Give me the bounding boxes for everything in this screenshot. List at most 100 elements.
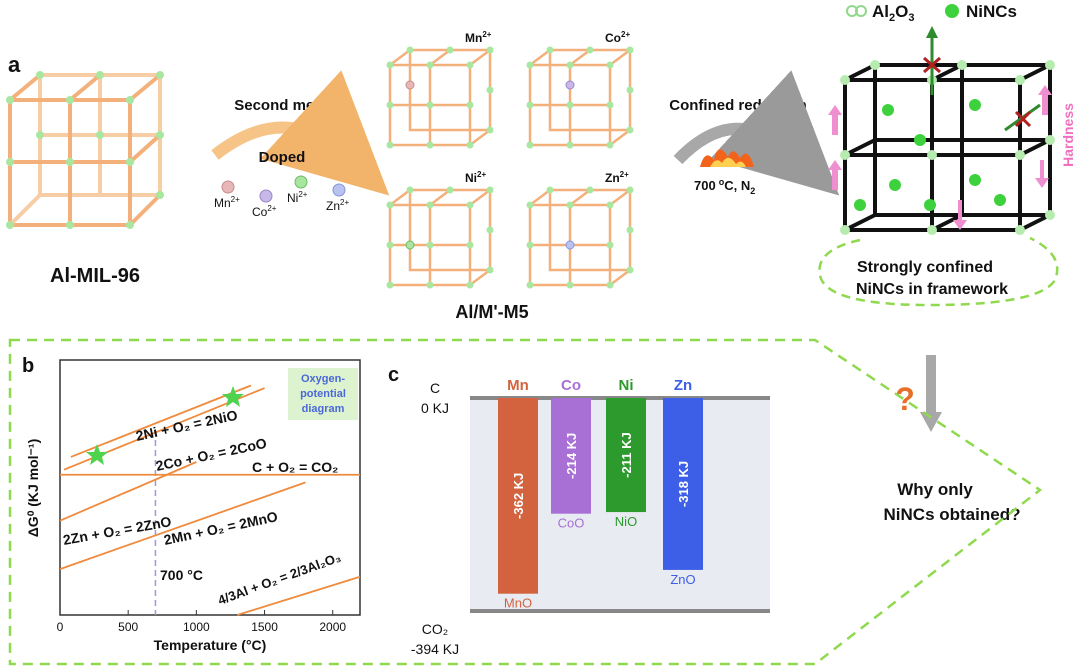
dopant-site (405, 240, 415, 250)
cube-node (566, 141, 574, 149)
arrow1-top-label: Second metal (234, 97, 332, 114)
dopant-site (565, 240, 575, 250)
al2o3-icon (846, 5, 867, 17)
cube-node (426, 201, 434, 209)
framework-cube (843, 63, 1052, 232)
bar-metal-label: Zn (674, 377, 692, 394)
bar-value-label: -318 KJ (676, 461, 691, 507)
star-icon (86, 444, 108, 465)
doped-cube: Mn2+ (386, 30, 494, 149)
cube-node (626, 126, 634, 134)
cube-node (386, 101, 394, 109)
cube-node (566, 61, 574, 69)
material-legend: Al2O3 NiNCs (846, 2, 1017, 24)
ion-co: Co2+ (252, 204, 277, 219)
al2o3-label: Al2O3 (872, 2, 914, 24)
cube-node (526, 141, 534, 149)
question-line1: Why only (897, 480, 973, 499)
cube-node (546, 186, 554, 194)
x-tick-label: 1000 (183, 620, 210, 634)
question-arrow-head (920, 412, 942, 432)
temp-label: 700 °C (160, 567, 203, 583)
bar-oxide-label: CoO (558, 516, 585, 531)
cube-node (386, 281, 394, 289)
cube-node (426, 241, 434, 249)
cube-node (426, 141, 434, 149)
caption-line1: Strongly confined (857, 259, 993, 276)
x-tick-label: 2000 (319, 620, 346, 634)
oxidation-line (59, 461, 197, 522)
doping-arrow (211, 70, 390, 196)
mof-cube (8, 73, 162, 227)
cube-node (486, 126, 494, 134)
mof-nodes (6, 71, 164, 229)
cube-node (386, 201, 394, 209)
top-label-c: C (430, 380, 440, 396)
bar-oxide-label: MnO (504, 596, 532, 611)
bottom-label-co2: CO₂ (422, 621, 448, 637)
ninc-dot-icon (945, 4, 959, 18)
cube-node (626, 186, 634, 194)
doped-cube: Zn2+ (526, 170, 634, 289)
cube-node (606, 201, 614, 209)
cube-node (626, 266, 634, 274)
cube-node (406, 46, 414, 54)
cube-node (486, 86, 494, 94)
star-icons (86, 386, 244, 465)
cube-node (466, 201, 474, 209)
cube-node (586, 186, 594, 194)
cube-ion-label: Zn2+ (605, 170, 629, 185)
cube-node (626, 46, 634, 54)
ion-mn: Mn2+ (214, 195, 240, 210)
arrow2-top-label: Confined reduction (669, 97, 807, 114)
bar-oxide-label: ZnO (670, 572, 695, 587)
ninc-label: NiNCs (966, 2, 1017, 21)
cube-node (426, 61, 434, 69)
blocked-migration-marks (923, 26, 1041, 132)
cube-node (406, 186, 414, 194)
bar-metal-label: Mn (507, 377, 529, 394)
cube-node (486, 226, 494, 234)
question-line2: NiNCs obtained? (884, 505, 1021, 524)
y-axis-label: ΔG⁰ (KJ mol⁻¹) (25, 439, 41, 538)
cube-node (526, 241, 534, 249)
cube-node (386, 61, 394, 69)
dopant-site (565, 80, 575, 90)
cube-node (426, 101, 434, 109)
ion-zn: Zn2+ (326, 198, 349, 213)
panel-a: a Al-MIL-96 S (6, 2, 1076, 524)
doped-cube: Ni2+ (386, 170, 494, 289)
cube-node (566, 281, 574, 289)
flame-icon (700, 149, 754, 167)
cube-node (466, 101, 474, 109)
bottom-label-value: -394 KJ (411, 641, 459, 657)
panel-b-label: b (22, 355, 34, 377)
top-label-value: 0 KJ (421, 400, 449, 416)
cube-ion-label: Mn2+ (465, 30, 492, 45)
cube-node (466, 281, 474, 289)
bar-value-label: -211 KJ (619, 432, 634, 478)
cube-node (486, 46, 494, 54)
caption-line2: NiNCs in framework (856, 281, 1008, 298)
bar-metal-label: Ni (619, 377, 634, 394)
box-line1: Oxygen- (301, 373, 345, 385)
bar-oxide-label: NiO (615, 514, 637, 529)
cube-node (606, 281, 614, 289)
cube-node (426, 281, 434, 289)
bar-value-label: -362 KJ (511, 473, 526, 519)
oxygen-box: Oxygen- potential diagram (288, 368, 358, 420)
cube-node (606, 101, 614, 109)
cube-ion-label: Ni2+ (465, 170, 486, 185)
cube-node (586, 46, 594, 54)
dopant-site (405, 80, 415, 90)
product-label: Al/M'-M5 (455, 302, 528, 322)
caption-bubble (818, 236, 1059, 307)
cube-node (386, 141, 394, 149)
cube-node (566, 201, 574, 209)
oxidation-line (59, 481, 306, 570)
question-mark: ? (895, 381, 915, 417)
